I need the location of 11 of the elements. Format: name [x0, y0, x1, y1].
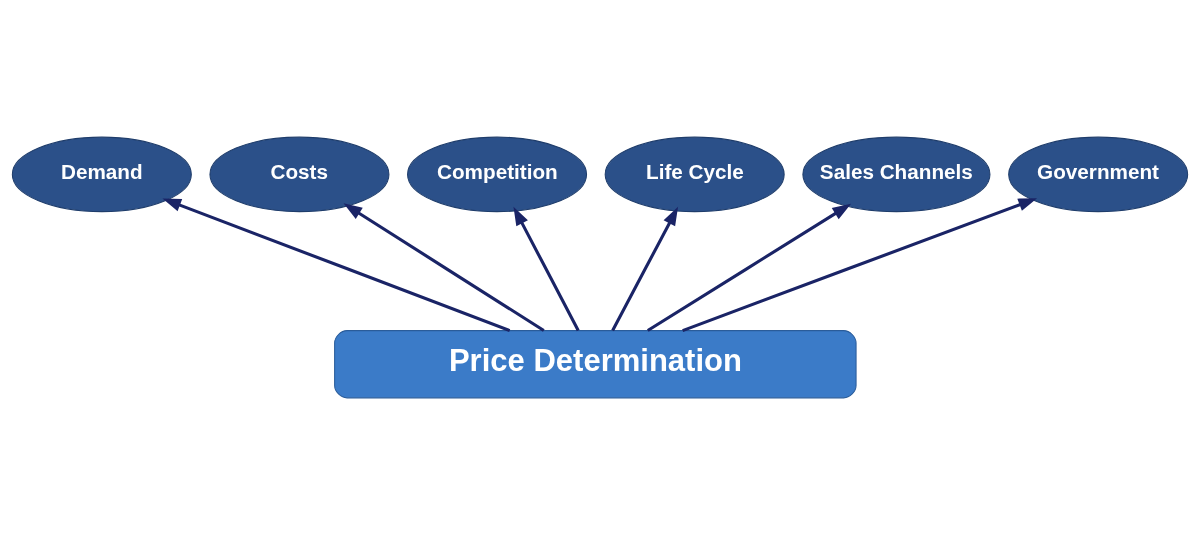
node-ellipse: Competition — [407, 136, 588, 212]
node-ellipse: Costs — [209, 136, 390, 212]
node-ellipse: Life Cycle — [604, 136, 785, 212]
node-ellipse: Sales Channels — [802, 136, 991, 212]
arrow — [513, 206, 580, 331]
arrow — [343, 202, 545, 332]
node-box: Price Determination — [334, 329, 857, 398]
arrow — [611, 206, 679, 331]
arrow — [646, 203, 852, 332]
arrow — [162, 198, 511, 332]
arrow — [682, 197, 1038, 332]
